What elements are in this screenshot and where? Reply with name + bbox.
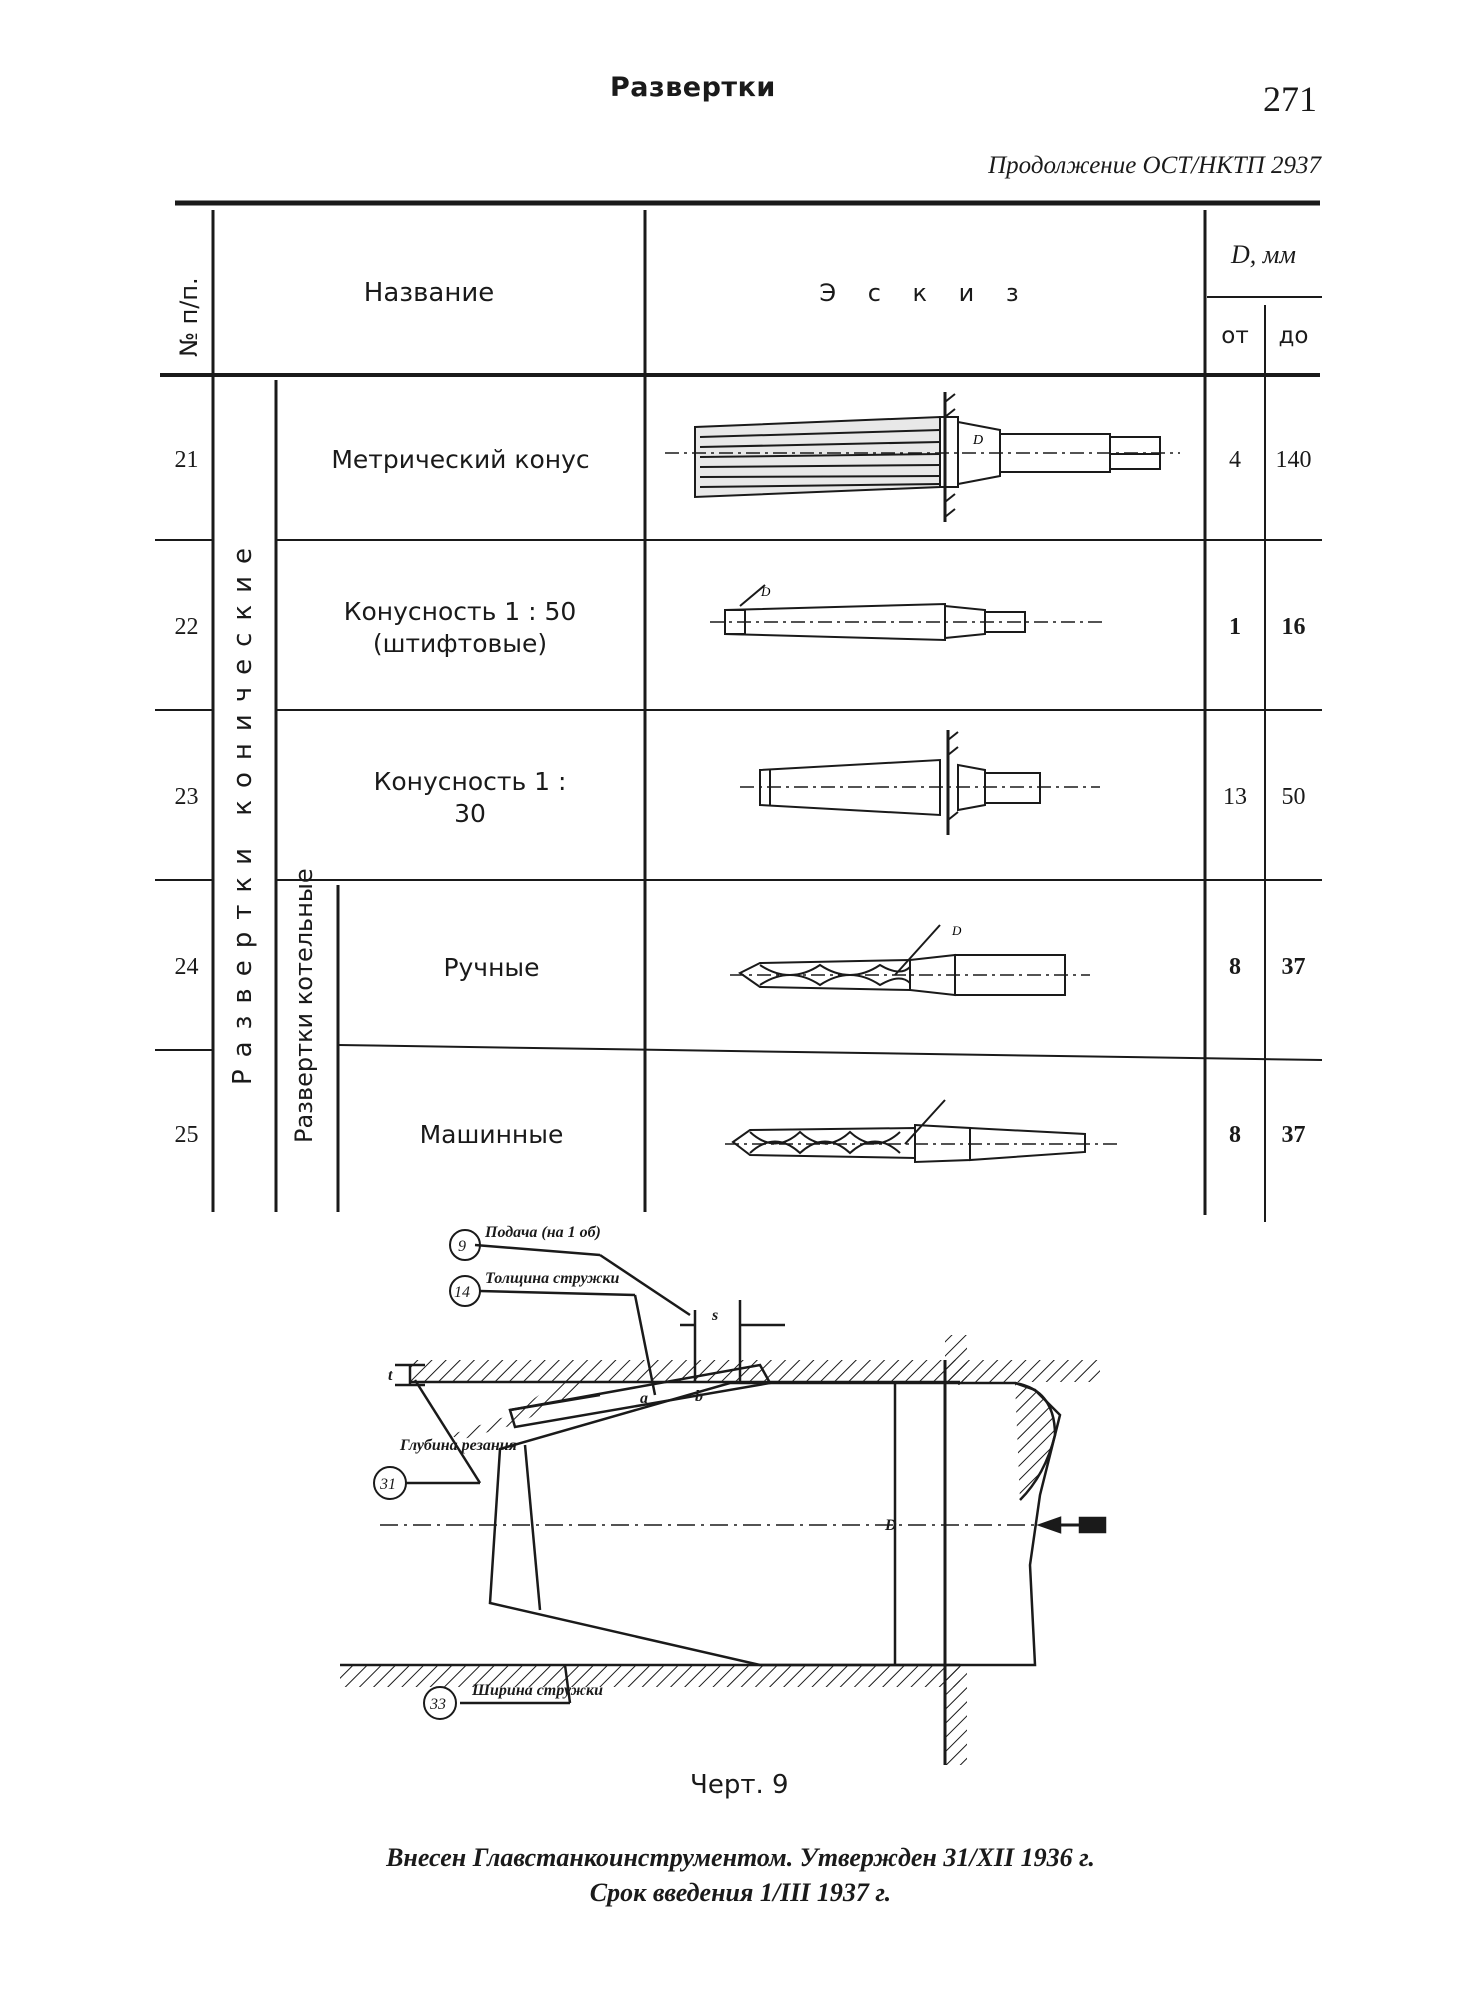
page-number: 271	[1263, 79, 1317, 119]
diameter-from: 1	[1229, 614, 1241, 640]
column-header-to: до	[1278, 323, 1309, 349]
row-name: Метрический конус	[331, 445, 590, 475]
sketch-hand-boiler-reamer: D	[730, 923, 1090, 997]
column-header-name: Название	[363, 277, 495, 308]
page-section-title: Развертки	[610, 72, 776, 103]
footer-approval: Внесен Главстанкоинструментом. Утвержден…	[386, 1843, 1095, 1872]
figure-reaming-diagram: 9 14 31 33 Подача (на 1 об) Толщина стру…	[340, 1225, 1107, 1765]
diameter-to: 37	[1281, 1121, 1306, 1148]
figure-caption: Черт. 9	[690, 1770, 789, 1800]
dimension-s: s	[711, 1307, 718, 1324]
sketch-metric-taper-reamer: D	[665, 392, 1180, 522]
diameter-from: 8	[1229, 954, 1241, 980]
callout-feed-label: Подача (на 1 об)	[484, 1225, 601, 1241]
continuation-note: Продолжение ОСТ/НКТП 2937	[988, 152, 1321, 179]
row-number: 21	[174, 446, 199, 473]
callout-number: 14	[454, 1284, 470, 1301]
sketch-pin-taper-reamer: D	[710, 584, 1105, 642]
dimension-b: b	[695, 1388, 703, 1405]
svg-text:D: D	[951, 923, 962, 938]
sketch-machine-boiler-reamer	[725, 1099, 1120, 1164]
callout-number: 9	[458, 1238, 466, 1255]
diameter-to: 37	[1281, 954, 1306, 980]
column-header-number: № п/п.	[175, 277, 203, 357]
dimension-a: a	[640, 1390, 648, 1407]
column-header-diameter: D, мм	[1231, 240, 1296, 269]
dimension-diameter: D	[884, 1517, 897, 1534]
diameter-to: 140	[1275, 446, 1312, 473]
group-label-conical: Развертки конические	[228, 535, 258, 1085]
group-label-boiler: Развертки котельные	[290, 868, 318, 1143]
diameter-to: 50	[1281, 784, 1306, 810]
diameter-from: 4	[1229, 446, 1241, 473]
row-number: 22	[174, 614, 199, 640]
diameter-from: 8	[1229, 1121, 1241, 1148]
diameter-to: 16	[1281, 614, 1306, 640]
callout-number: 31	[379, 1476, 396, 1493]
sketch-taper-30-reamer	[740, 730, 1100, 835]
callout-width-label: Ширина стружки	[471, 1682, 603, 1699]
callout-thickness-label: Толщина стружки	[485, 1270, 620, 1287]
row-name: Конусность 1 : 50 (штифтовые)	[343, 597, 577, 658]
callout-depth-label: Глубина резания	[399, 1437, 517, 1454]
table-grid	[155, 200, 1323, 1222]
column-header-sketch: Э с к и з	[819, 278, 1031, 307]
row-name: Ручные	[443, 952, 540, 982]
row-name: Машинные	[419, 1120, 564, 1150]
footer-effective-date: Срок введения 1/III 1937 г.	[589, 1878, 892, 1907]
svg-text:D: D	[760, 584, 771, 599]
row-number: 25	[174, 1121, 199, 1148]
row-number: 23	[174, 784, 199, 810]
row-name: Конусность 1 : 30	[373, 767, 567, 828]
dimension-t: t	[388, 1367, 393, 1384]
row-number: 24	[174, 954, 199, 980]
diameter-from: 13	[1223, 784, 1247, 810]
column-header-from: от	[1221, 323, 1249, 349]
svg-text:D: D	[972, 433, 983, 448]
callout-number: 33	[429, 1696, 446, 1713]
